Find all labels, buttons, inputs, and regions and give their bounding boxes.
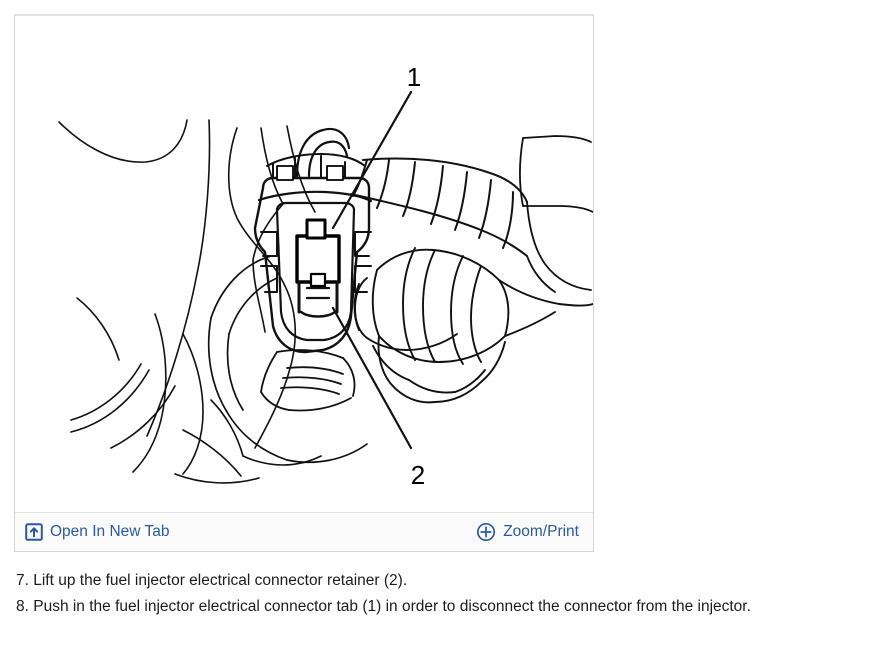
engine-contour-lines <box>58 119 322 484</box>
open-in-new-tab-icon <box>25 523 43 541</box>
callout-leader-lines <box>331 90 413 450</box>
callout-number-2: 2 <box>411 460 425 490</box>
leader-line-2 <box>331 306 413 450</box>
figure-toolbar: Open In New Tab Zoom/Print <box>15 512 593 551</box>
fuel-injector-connector-diagram: 1 2 <box>15 16 593 514</box>
instruction-step-8: 8. Push in the fuel injector electrical … <box>16 598 751 615</box>
figure-image-area[interactable]: 1 2 <box>15 16 593 514</box>
zoom-print-button[interactable]: Zoom/Print <box>476 522 579 542</box>
leader-line-1 <box>331 90 413 230</box>
open-in-new-tab-button[interactable]: Open In New Tab <box>25 523 169 541</box>
zoom-print-label: Zoom/Print <box>503 523 579 541</box>
engine-block-contour <box>207 255 368 464</box>
instruction-list: 7. Lift up the fuel injector electrical … <box>16 568 876 620</box>
open-in-new-tab-label: Open In New Tab <box>50 523 170 541</box>
instruction-step-7: 7. Lift up the fuel injector electrical … <box>16 572 408 589</box>
callout-number-1: 1 <box>407 62 421 92</box>
magnify-plus-icon <box>476 522 496 542</box>
electrical-connector-body <box>253 127 373 354</box>
fuel-line-coupling <box>353 247 593 404</box>
figure-panel: 1 2 Open In New Tab Zoom/Print <box>14 14 594 552</box>
manifold-plate <box>519 135 593 293</box>
ribbed-hose <box>350 157 528 257</box>
